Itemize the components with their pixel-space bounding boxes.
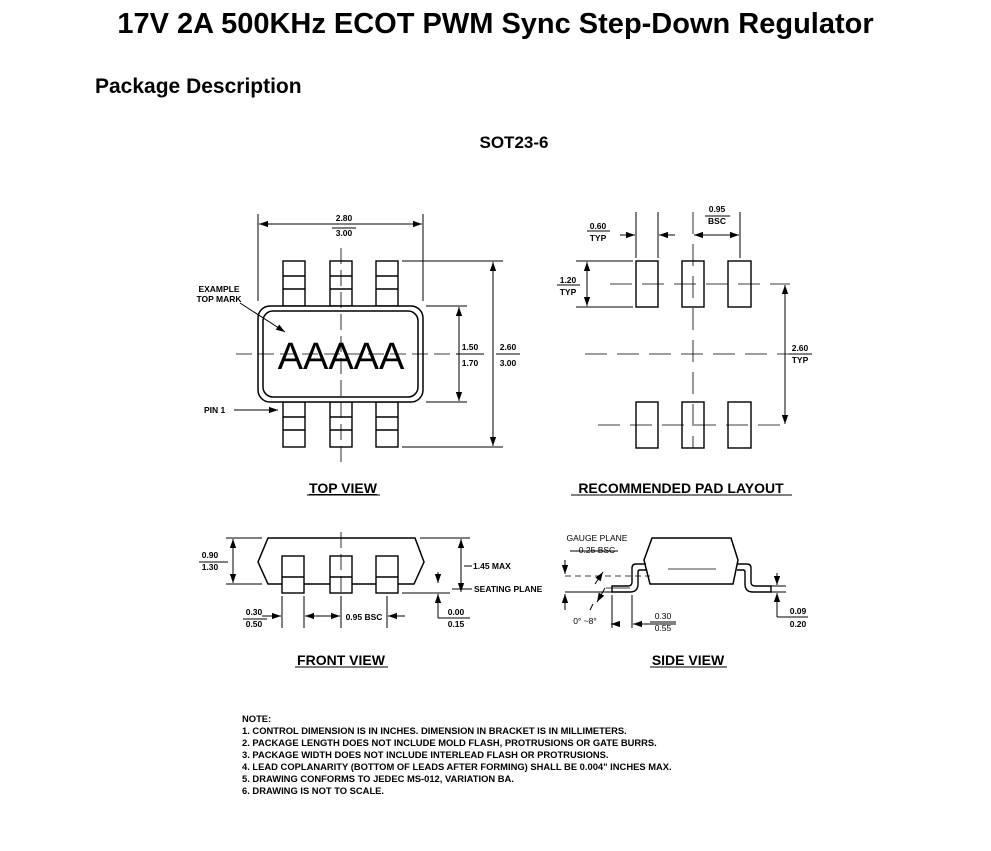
side-view-right-lead xyxy=(737,563,772,593)
front-pitch: 0.95 BSC xyxy=(346,612,383,622)
top-view-labels: AAAAA 2.80 3.00 EXAMPLE TOP MARK PIN 1 1… xyxy=(196,213,516,415)
front-view-caption: FRONT VIEW xyxy=(297,652,386,668)
note-item: 4. LEAD COPLANARITY (BOTTOM OF LEADS AFT… xyxy=(242,761,672,772)
note-item: 1. CONTROL DIMENSION IS IN INCHES. DIMEN… xyxy=(242,725,627,736)
front-view xyxy=(199,532,472,628)
lead-thickness-max: 0.20 xyxy=(790,619,807,629)
side-view-caption: SIDE VIEW xyxy=(652,652,725,668)
dim-total-max: 3.00 xyxy=(500,358,517,368)
seating-plane-label: SEATING PLANE xyxy=(474,584,543,594)
foot-length-max: 0.55 xyxy=(655,623,672,633)
top-mark-label: TOP MARK xyxy=(196,294,242,304)
side-view-left-lead xyxy=(611,563,646,593)
package-name: SOT23-6 xyxy=(479,133,549,152)
side-view-body xyxy=(643,537,739,585)
foot-length-min: 0.30 xyxy=(655,611,672,621)
pad-layout xyxy=(557,212,812,449)
section-heading: Package Description xyxy=(95,75,302,98)
pad-pitch-bsc: BSC xyxy=(708,216,726,226)
note-item: 2. PACKAGE LENGTH DOES NOT INCLUDE MOLD … xyxy=(242,737,657,748)
dim-length-max: 3.00 xyxy=(336,228,353,238)
dim-total-min: 2.60 xyxy=(500,342,517,352)
pad-span: 2.60 xyxy=(792,343,809,353)
pad-width: 0.60 xyxy=(590,221,607,231)
front-height-max: 1.30 xyxy=(202,562,219,572)
gauge-bsc: 0.25 BSC xyxy=(579,545,615,555)
front-view-labels: 0.90 1.30 1.45 MAX SEATING PLANE 0.30 0.… xyxy=(202,550,543,629)
notes-heading: NOTE: xyxy=(242,713,272,724)
pad-length: 1.20 xyxy=(560,275,577,285)
page-title: 17V 2A 500KHz ECOT PWM Sync Step-Down Re… xyxy=(117,8,874,40)
lead-width-min: 0.30 xyxy=(246,607,263,617)
lead-angle: 0° ~8° xyxy=(573,616,597,626)
standoff-max: 0.15 xyxy=(448,619,465,629)
dim-body-min: 1.50 xyxy=(462,342,479,352)
top-view-caption: TOP VIEW xyxy=(309,480,378,496)
top-view-lower-leads xyxy=(282,401,399,448)
front-max-height: 1.45 MAX xyxy=(473,561,511,571)
pad-width-typ: TYP xyxy=(590,233,607,243)
lead-thickness-min: 0.09 xyxy=(790,606,807,616)
note-item: 5. DRAWING CONFORMS TO JEDEC MS-012, VAR… xyxy=(242,773,514,784)
front-view-leads xyxy=(281,555,399,594)
pad-layout-labels: 0.60 TYP 0.95 BSC 1.20 TYP 2.60 TYP xyxy=(560,204,809,365)
lead-width-max: 0.50 xyxy=(246,619,263,629)
top-view xyxy=(234,214,520,468)
standoff-min: 0.00 xyxy=(448,607,465,617)
note-item: 3. PACKAGE WIDTH DOES NOT INCLUDE INTERL… xyxy=(242,749,609,760)
note-item: 6. DRAWING IS NOT TO SCALE. xyxy=(242,785,385,796)
front-view-body xyxy=(257,537,425,585)
side-view-labels: GAUGE PLANE 0.25 BSC 0° ~8° 0.30 0.55 0.… xyxy=(567,533,807,633)
dim-body-max: 1.70 xyxy=(462,358,479,368)
pad-layout-caption: RECOMMENDED PAD LAYOUT xyxy=(578,480,784,496)
pad-length-typ: TYP xyxy=(560,287,577,297)
example-label: EXAMPLE xyxy=(198,284,239,294)
pad-span-typ: TYP xyxy=(792,355,809,365)
top-view-upper-leads xyxy=(282,260,399,307)
mark-text: AAAAA xyxy=(278,336,405,378)
side-view xyxy=(561,537,808,628)
gauge-plane-label: GAUGE PLANE xyxy=(567,533,628,543)
front-height-min: 0.90 xyxy=(202,550,219,560)
dim-length-min: 2.80 xyxy=(336,213,353,223)
pin1-label: PIN 1 xyxy=(204,405,226,415)
notes-block: NOTE: 1. CONTROL DIMENSION IS IN INCHES.… xyxy=(242,713,672,797)
pad-pitch: 0.95 xyxy=(709,204,726,214)
